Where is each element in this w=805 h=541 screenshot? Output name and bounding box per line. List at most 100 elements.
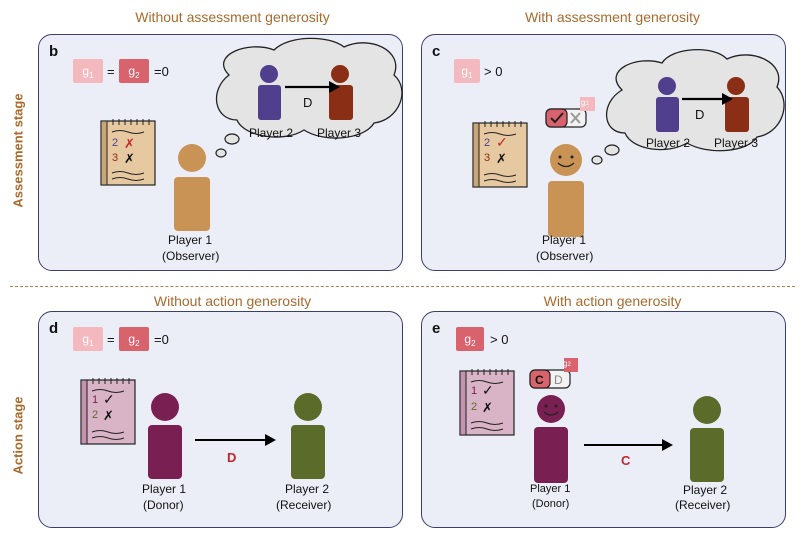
cross-icon: ✗ <box>103 408 114 423</box>
donor-role: (Donor) <box>143 498 184 512</box>
panel-label: b <box>49 43 59 60</box>
g1-subscript: 1 <box>468 70 473 80</box>
player2-label: Player 2 <box>249 126 294 140</box>
stage-divider <box>10 286 795 287</box>
tag-subscript: 2 <box>567 362 571 368</box>
column-title-with-assessment: With assessment generosity <box>524 9 701 25</box>
notebook-entry-2: 3 <box>112 152 119 164</box>
observer-role: (Observer) <box>162 249 220 263</box>
notebook-entry-1: 1 <box>471 385 478 397</box>
player2-figure <box>656 77 679 132</box>
check-icon: ✓ <box>103 391 115 407</box>
assessment-toggle <box>545 97 595 128</box>
toggle-option-d: D <box>554 373 563 387</box>
action-label: D <box>227 450 237 465</box>
action-label: D <box>303 95 313 110</box>
defect-arrow <box>285 81 340 93</box>
tag-subscript: 1 <box>585 101 589 107</box>
cross-icon: ✗ <box>482 400 493 415</box>
donor-label: Player 1 <box>530 483 571 495</box>
equals-zero: =0 <box>154 332 169 347</box>
column-title-with-action: With action generosity <box>543 293 682 309</box>
donor-label: Player 1 <box>142 482 187 496</box>
player3-figure <box>329 65 353 120</box>
g1-subscript: 1 <box>89 70 94 80</box>
stage-label-assessment: Assessment stage <box>10 93 26 208</box>
g1-symbol: g <box>461 64 469 78</box>
g2-subscript: 2 <box>135 70 140 80</box>
g1-symbol: g <box>82 332 90 346</box>
notebook-entry-2: 2 <box>92 409 99 421</box>
panel-label: e <box>432 320 441 337</box>
cooperate-arrow <box>584 439 673 451</box>
action-toggle <box>529 358 578 389</box>
g1-subscript: 1 <box>89 338 94 348</box>
g2-symbol: g <box>128 64 136 78</box>
column-title-without-assessment: Without assessment generosity <box>135 9 330 25</box>
g2-subscript: 2 <box>135 338 140 348</box>
g2-subscript: 2 <box>471 338 476 348</box>
player2-label: Player 2 <box>646 136 691 150</box>
notebook-entry-1: 2 <box>484 137 491 149</box>
action-label: C <box>621 453 631 468</box>
column-title-without-action: Without action generosity <box>153 293 312 309</box>
notebook-icon <box>459 369 515 436</box>
action-label: D <box>695 107 705 122</box>
receiver-figure <box>291 393 325 479</box>
observer-smiling-figure <box>548 144 584 237</box>
g2-symbol: g <box>464 332 472 346</box>
stage-label-action: Action stage <box>10 396 26 475</box>
tag-symbol: g <box>563 359 568 368</box>
toggle-tag: g2 <box>563 359 571 368</box>
receiver-figure <box>690 396 724 482</box>
receiver-label: Player 2 <box>285 482 330 496</box>
observer-label: Player 1 <box>542 233 587 247</box>
check-icon: ✓ <box>482 382 494 398</box>
notebook-entry-2: 3 <box>484 152 491 164</box>
player2-figure <box>258 65 281 120</box>
notebook-entry-2: 2 <box>471 401 478 413</box>
toggle-option-c: C <box>535 373 544 387</box>
defect-arrow <box>682 93 733 105</box>
cross-icon: ✗ <box>496 151 507 166</box>
notebook-icon <box>80 378 136 445</box>
donor-role: (Donor) <box>532 498 570 510</box>
donor-figure <box>148 393 182 479</box>
receiver-role: (Receiver) <box>276 498 332 512</box>
player3-label: Player 3 <box>714 136 759 150</box>
observer-role: (Observer) <box>536 249 594 263</box>
notebook-icon <box>100 119 156 186</box>
receiver-role: (Receiver) <box>675 498 731 512</box>
observer-figure <box>174 144 210 231</box>
equals-sign: = <box>107 332 115 347</box>
toggle-tag: g1 <box>581 98 589 107</box>
cross-icon: ✗ <box>124 151 135 166</box>
receiver-label: Player 2 <box>683 483 728 497</box>
greater-than-zero: > 0 <box>490 332 509 347</box>
defect-arrow <box>195 434 276 446</box>
red-check-icon: ✓ <box>496 134 508 150</box>
equals-sign: = <box>107 64 115 79</box>
greater-than-zero: > 0 <box>484 64 503 79</box>
red-cross-icon: ✗ <box>124 136 135 151</box>
donor-smiling-figure <box>534 395 568 483</box>
g1-symbol: g <box>82 64 90 78</box>
observer-label: Player 1 <box>168 233 213 247</box>
equals-zero: =0 <box>154 64 169 79</box>
notebook-entry-1: 2 <box>112 137 119 149</box>
notebook-entry-1: 1 <box>92 394 99 406</box>
player3-figure <box>725 77 749 132</box>
g2-symbol: g <box>128 332 136 346</box>
tag-symbol: g <box>581 98 586 107</box>
notebook-icon <box>472 121 528 188</box>
